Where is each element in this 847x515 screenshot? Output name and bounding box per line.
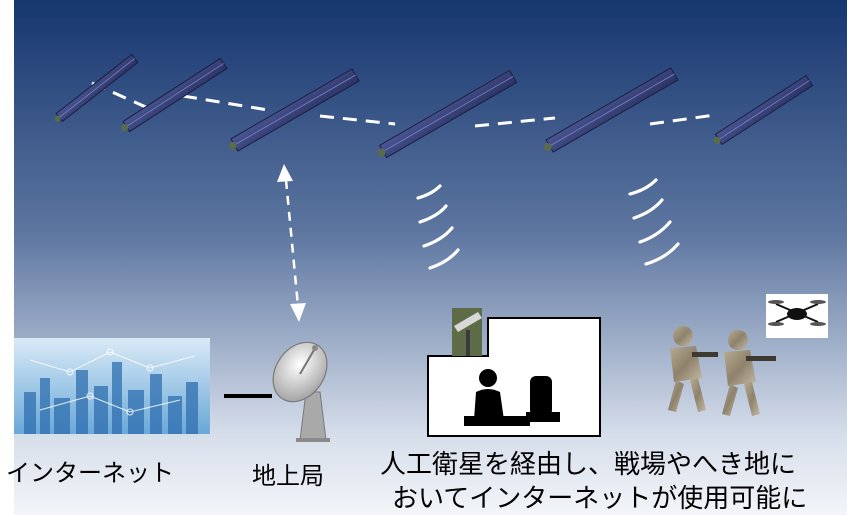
satellite-3 — [228, 68, 360, 152]
sky-background — [14, 0, 847, 515]
satellite-dish-icon — [272, 341, 330, 442]
drone-icon — [766, 294, 828, 338]
uplink-arrow — [277, 164, 306, 322]
internet-label: インターネット — [6, 459, 174, 487]
command-post-icon — [427, 308, 601, 437]
caption-line-1: 人工衛星を経由し、戦場やへき地に — [380, 450, 797, 480]
satellite-2 — [121, 57, 228, 133]
radio-wave-signal-left — [416, 184, 460, 270]
satellite-4 — [377, 69, 518, 159]
link-5-6 — [649, 113, 716, 126]
soldier-icon-1 — [668, 326, 718, 412]
satellite-1 — [54, 53, 139, 123]
satellite-6 — [713, 74, 814, 146]
city-network-icon — [14, 338, 210, 434]
link-2-3 — [182, 94, 269, 112]
link-4-5 — [474, 116, 556, 128]
soldier-icon-2 — [722, 330, 776, 416]
link-3-4 — [319, 114, 396, 126]
caption-line-2: おいてインターネットが使用可能に — [392, 484, 808, 514]
radio-wave-signal-right — [628, 178, 680, 266]
satellite-5 — [543, 67, 679, 153]
ground-station-label: 地上局 — [252, 462, 324, 490]
